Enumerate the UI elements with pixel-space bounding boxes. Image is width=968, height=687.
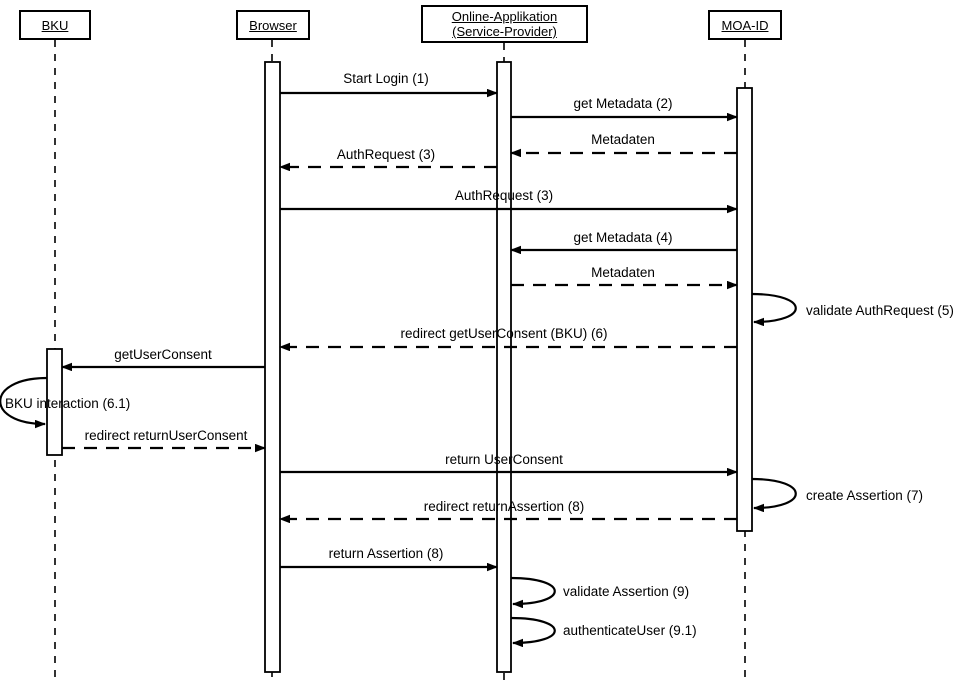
self-message-arrow-1[interactable] [751,292,797,327]
message-label-7: Metadaten [591,265,655,280]
message-label-6: get Metadata (4) [573,230,673,245]
activation-bar-moaid[interactable] [736,87,753,532]
message-label-10: redirect returnUserConsent [84,428,248,443]
message-label-4: AuthRequest (3) [336,147,436,162]
self-message-label-3: create Assertion (7) [806,488,924,503]
message-arrows [61,88,738,572]
message-label-8: redirect getUserConsent (BKU) (6) [400,326,608,341]
self-message-arrow-5[interactable] [510,616,556,648]
lifeline-header-oa[interactable]: Online-Applikation (Service-Provider) [421,5,588,43]
self-message-label-5: authenticateUser (9.1) [563,623,697,638]
activation-bar-bku[interactable] [46,348,63,456]
lifeline-header-browser[interactable]: Browser [236,10,310,40]
self-message-label-2: BKU interaction (6.1) [5,396,131,411]
lifeline-label-oa: Online-Applikation (Service-Provider) [451,9,558,39]
message-label-3: Metadaten [591,132,655,147]
lifeline-label-browser: Browser [249,17,297,33]
activation-bars [46,61,753,673]
lifeline-header-bku[interactable]: BKU [19,10,91,40]
self-message-arrow-2[interactable] [0,376,48,429]
activation-bar-browser[interactable] [264,61,281,673]
self-message-label-4: validate Assertion (9) [563,584,690,599]
lifeline-label-bku: BKU [41,17,69,33]
self-message-arrows [0,292,797,648]
lifeline-label-moaid: MOA-ID [721,17,769,33]
message-label-1: Start Login (1) [343,71,429,86]
message-label-12: redirect returnAssertion (8) [423,499,585,514]
message-label-11: return UserConsent [445,452,563,467]
message-label-2: get Metadata (2) [573,96,673,111]
message-label-9: getUserConsent [114,347,212,362]
self-message-label-1: validate AuthRequest (5) [806,303,954,318]
self-message-arrow-4[interactable] [510,576,556,609]
self-message-arrow-3[interactable] [751,477,797,513]
lifeline-header-moaid[interactable]: MOA-ID [708,10,782,40]
message-label-13: return Assertion (8) [328,546,444,561]
activation-bar-oa[interactable] [496,61,512,673]
message-label-5: AuthRequest (3) [454,188,554,203]
